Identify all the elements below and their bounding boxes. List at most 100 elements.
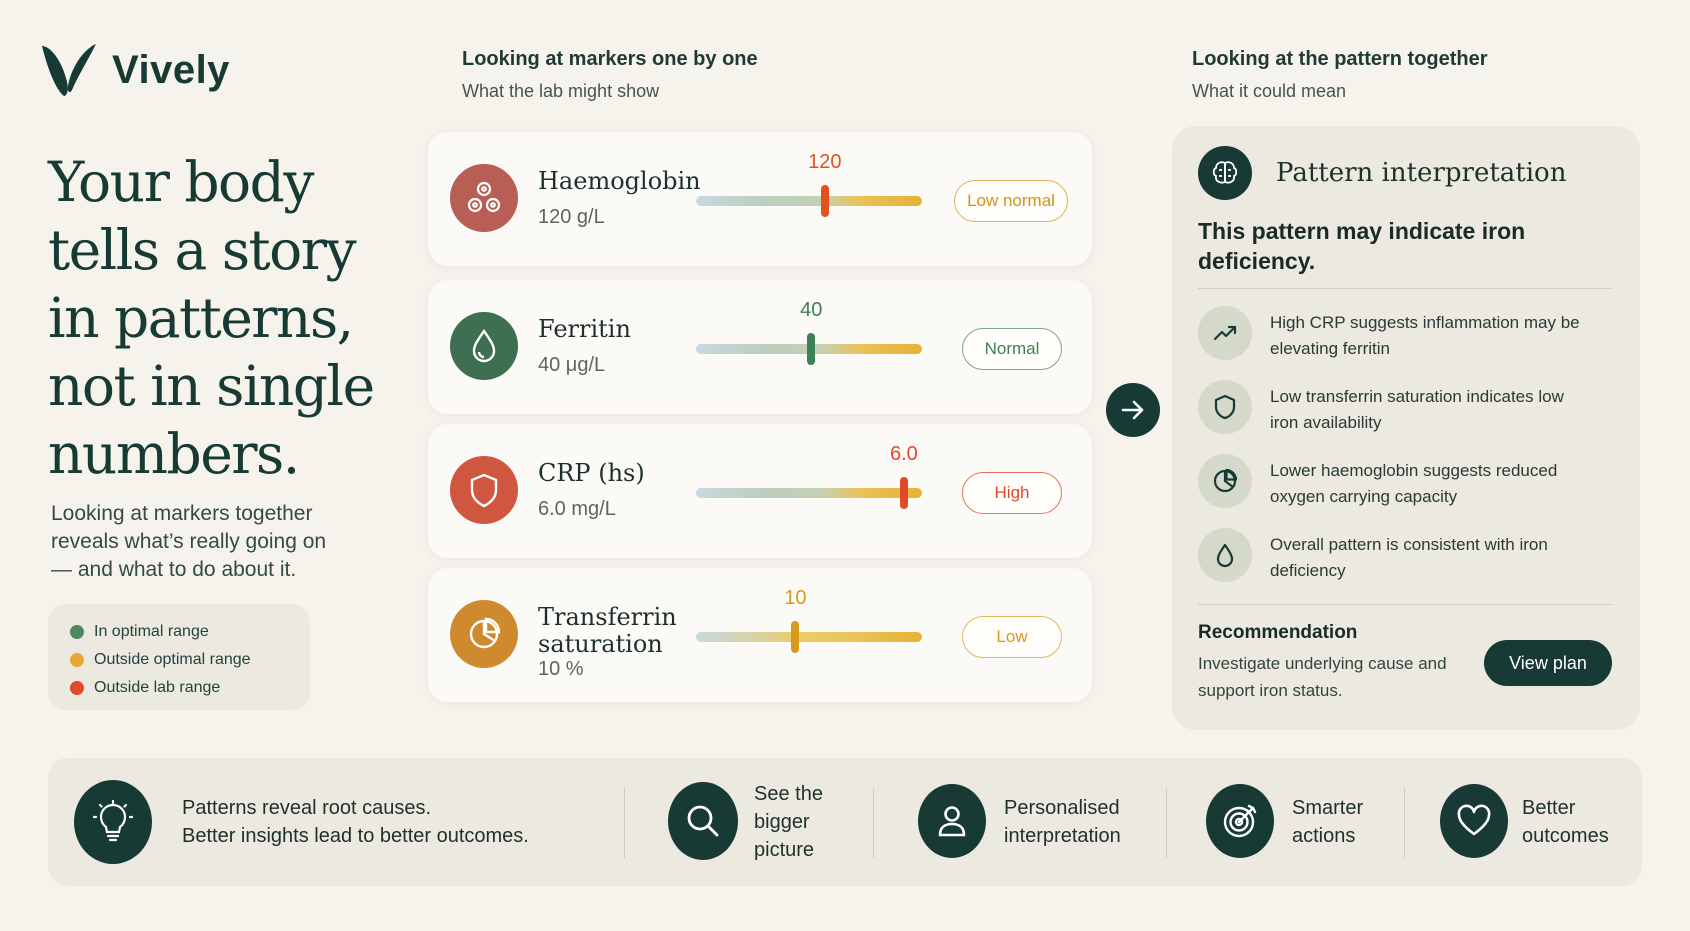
legend-label: Outside optimal range: [94, 651, 251, 668]
view-plan-button[interactable]: View plan: [1484, 640, 1612, 686]
marker-value: 6.0 mg/L: [538, 498, 616, 520]
range-bar-value: 6.0: [890, 443, 918, 465]
markers-section-subtitle: What the lab might show: [462, 81, 660, 101]
legend-label: Outside lab range: [94, 679, 221, 696]
range-bar: 6.0: [696, 443, 922, 509]
search-icon: [668, 782, 738, 860]
pattern-section-title: Looking at the pattern together: [1192, 48, 1488, 70]
marker-name: Ferritin: [538, 315, 631, 343]
divider: [1198, 288, 1612, 289]
benefit-label: bigger: [754, 811, 810, 833]
drop-icon: [1198, 528, 1252, 582]
hero-title-line: in patterns,: [48, 286, 354, 350]
shield-icon: [450, 456, 518, 524]
finding-text: Overall pattern is consistent with iron …: [1270, 535, 1548, 580]
legend-label: In optimal range: [94, 623, 209, 640]
range-bar-indicator: [899, 477, 908, 509]
hero-title-line: Your body: [48, 150, 314, 214]
range-bar-track: [696, 196, 922, 206]
range-bar-track: [696, 488, 922, 498]
marker-card-haemoglobin[interactable]: Haemoglobin 120 g/L 120 Low normal: [428, 132, 1092, 266]
range-bar-indicator: [791, 621, 800, 653]
benefits-band: Patterns reveal root causes. Better insi…: [48, 758, 1642, 886]
blood-cells-icon: [450, 164, 518, 232]
hero-title-line: tells a story: [48, 218, 357, 282]
pattern-section-subtitle: What it could mean: [1192, 81, 1347, 101]
pattern-section-header: Looking at the pattern together What it …: [1192, 48, 1488, 102]
recommendation-text: Investigate underlying cause and support…: [1198, 654, 1447, 700]
bottom-main-message: Patterns reveal root causes. Better insi…: [182, 794, 529, 850]
separator: [873, 788, 874, 858]
heart-icon: [1440, 784, 1508, 858]
separator: [1404, 788, 1405, 858]
finding-text: High CRP suggests inflammation may be el…: [1270, 313, 1580, 358]
bottom-main-line: Better insights lead to better outcomes.: [182, 825, 529, 847]
range-bar-indicator: [807, 333, 816, 365]
finding-item: Low transferrin saturation indicates low…: [1198, 380, 1618, 436]
target-icon: [1206, 784, 1274, 858]
benefit-label: interpretation: [1004, 825, 1121, 847]
status-badge-normal: Normal: [962, 328, 1062, 370]
benefit-better-outcomes: Better outcomes: [1522, 794, 1609, 850]
range-legend: In optimal range Outside optimal range O…: [48, 604, 310, 710]
legend-item: Outside optimal range: [70, 646, 288, 674]
separator: [1166, 788, 1167, 858]
next-arrow-button[interactable]: [1106, 383, 1160, 437]
divider: [1198, 604, 1612, 605]
status-badge-low: Low: [962, 616, 1062, 658]
hero-subtitle-line: Looking at markers together: [51, 502, 313, 525]
finding-text: Lower haemoglobin suggests reduced oxyge…: [1270, 461, 1558, 506]
finding-text: Low transferrin saturation indicates low…: [1270, 387, 1564, 432]
hero-title: Your body tells a story in patterns, not…: [48, 148, 378, 488]
markers-section-header: Looking at markers one by one What the l…: [462, 48, 758, 102]
legend-dot-outside-lab: [70, 681, 84, 695]
pie-icon: [1198, 454, 1252, 508]
benefit-smarter-actions: Smarter actions: [1292, 794, 1363, 850]
benefit-label: Personalised: [1004, 797, 1120, 819]
brain-icon: [1198, 146, 1252, 200]
brand-name: Vively: [112, 47, 230, 92]
person-icon: [918, 784, 986, 858]
pattern-title: Pattern interpretation: [1276, 158, 1567, 188]
benefit-label: Better: [1522, 797, 1576, 819]
marker-value: 120 g/L: [538, 206, 605, 228]
legend-dot-outside-optimal: [70, 653, 84, 667]
benefit-label: Smarter: [1292, 797, 1364, 819]
benefit-label: picture: [754, 839, 815, 861]
marker-name: Haemoglobin: [538, 167, 701, 195]
bottom-main-line: Patterns reveal root causes.: [182, 797, 432, 819]
pie-icon: [450, 600, 518, 668]
pattern-headline: This pattern may indicate iron deficienc…: [1198, 218, 1526, 274]
marker-card-transferrin[interactable]: Transferrin saturation 10 % 10 Low: [428, 568, 1092, 702]
hero-subtitle-line: — and what to do about it.: [51, 558, 297, 581]
vively-logo-icon: [42, 44, 96, 96]
range-bar-indicator: [820, 185, 829, 217]
lightbulb-icon: [74, 780, 152, 864]
marker-value: 40 μg/L: [538, 354, 606, 376]
finding-item: Lower haemoglobin suggests reduced oxyge…: [1198, 454, 1618, 510]
separator: [624, 788, 625, 858]
benefit-label: actions: [1292, 825, 1356, 847]
finding-item: High CRP suggests inflammation may be el…: [1198, 306, 1618, 362]
arrow-right-icon: [1121, 400, 1144, 420]
legend-dot-optimal: [70, 625, 84, 639]
marker-name: Transferrin saturation: [538, 603, 677, 658]
range-bar: 40: [696, 299, 922, 365]
brand-logo[interactable]: Vively: [40, 42, 230, 98]
trend-up-icon: [1198, 306, 1252, 360]
legend-item: In optimal range: [70, 618, 288, 646]
status-badge-high: High: [962, 472, 1062, 514]
hero-title-line: not in single: [48, 354, 375, 418]
marker-card-crp[interactable]: CRP (hs) 6.0 mg/L 6.0 High: [428, 424, 1092, 558]
marker-name: CRP (hs): [538, 459, 645, 487]
hero-subtitle-line: reveals what’s really going on: [51, 530, 327, 553]
finding-item: Overall pattern is consistent with iron …: [1198, 528, 1618, 584]
drop-icon: [450, 312, 518, 380]
benefit-personalised-interpretation: Personalised interpretation: [1004, 794, 1121, 850]
status-badge-low-normal: Low normal: [954, 180, 1068, 222]
marker-value: 10 %: [538, 658, 584, 680]
marker-card-ferritin[interactable]: Ferritin 40 μg/L 40 Normal: [428, 280, 1092, 414]
range-bar: 120: [696, 151, 922, 217]
range-bar-value: 10: [784, 587, 807, 609]
recommendation-title: Recommendation: [1198, 622, 1358, 643]
